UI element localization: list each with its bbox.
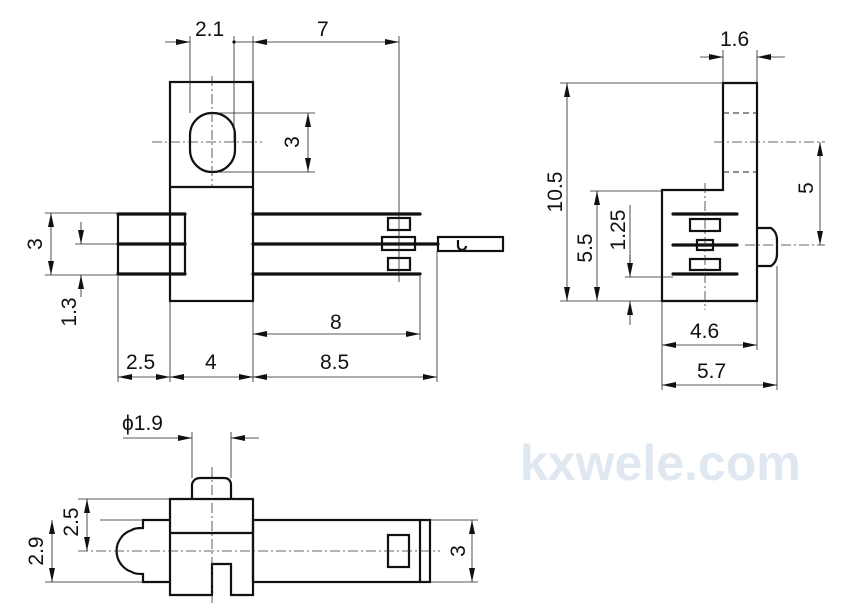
pin [757,226,779,268]
dim-hole-to-pin: 5 [795,182,818,194]
lead-tab [436,235,505,253]
watermark: kxwele.com [520,435,801,491]
dim-rail-thickness: 1.3 [58,297,81,326]
dim-body-height: 5.5 [574,233,597,262]
dim-tab-width: 1.6 [720,28,749,51]
dim-body-to-lead: 7 [317,18,329,41]
dim-slot-offset: 2.1 [195,18,224,41]
dim-body-height-bottom: 3 [447,545,470,557]
dim-pin-diameter: ϕ1.9 [122,412,163,435]
dim-rail-length: 8 [330,311,342,334]
dim-body-width: 4 [205,351,217,374]
mounting-hole [188,111,237,174]
nose [115,518,170,584]
bottom-view: ϕ1.9 2.5 2.9 3 [25,412,478,605]
dim-body-depth: 4.6 [690,320,719,343]
side-outline [660,81,759,303]
bottom-pin [190,476,233,499]
dim-left-rail-span: 3 [24,238,47,250]
housing-body [168,80,255,303]
side-view: 1.6 10.5 5.5 1.25 5 4.6 5.7 [544,28,825,390]
bottom-block [168,497,255,597]
dim-hole-height: 3 [281,136,304,148]
dim-lead-length: 8.5 [320,351,349,374]
front-view: 2.1 7 3 3 1.3 8 2.5 4 8.5 [24,18,505,382]
dim-block-offset: 2.5 [60,507,83,536]
dim-left-overhang: 2.5 [126,351,155,374]
dim-nose-height: 2.9 [25,536,48,565]
dim-overall-depth: 5.7 [697,360,726,383]
dim-rail-offset: 1.25 [607,210,630,251]
dim-total-height: 10.5 [544,172,567,213]
